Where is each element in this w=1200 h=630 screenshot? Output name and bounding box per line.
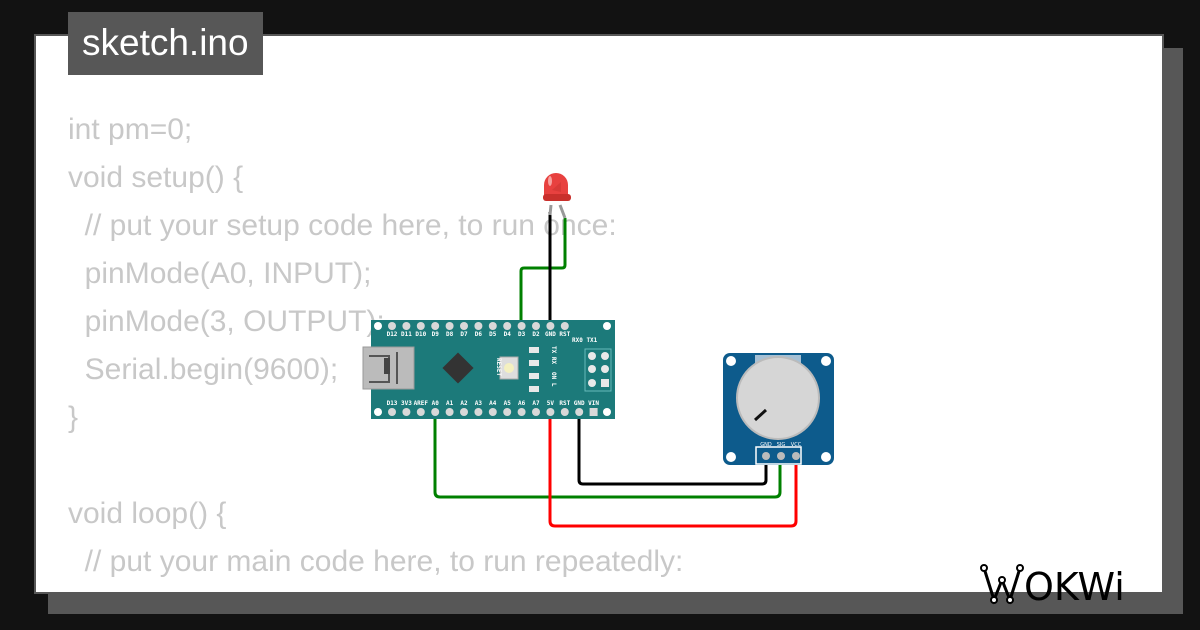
pin-a7[interactable] xyxy=(532,408,540,416)
mcu-chip xyxy=(442,352,474,384)
pin-label: D5 xyxy=(489,331,497,338)
file-tab[interactable]: sketch.ino xyxy=(68,12,263,75)
reset-button[interactable] xyxy=(504,363,514,373)
label-on-l: ON L xyxy=(550,372,557,387)
pin-label: GND xyxy=(545,331,556,338)
pin-a1[interactable] xyxy=(445,408,454,416)
pin-label: D6 xyxy=(475,331,483,338)
pin-a5[interactable] xyxy=(503,408,512,416)
code-line: void loop() { xyxy=(68,497,227,530)
code-line: int pm=0; xyxy=(68,113,193,146)
code-line: pinMode(A0, INPUT); xyxy=(68,257,372,290)
pin-d9[interactable] xyxy=(431,322,440,330)
pin-label: A7 xyxy=(532,400,540,407)
pin-a0[interactable] xyxy=(431,408,440,416)
label-rx-tx: RX0 TX1 xyxy=(572,337,598,344)
code-line: void setup() { xyxy=(68,161,244,194)
pot-pin-label: SIG xyxy=(777,442,786,448)
pin-a3[interactable] xyxy=(474,408,483,416)
potentiometer[interactable]: GND SIG VCC xyxy=(723,353,834,465)
pin-label: D10 xyxy=(415,331,426,338)
wire-a0-sig[interactable] xyxy=(433,412,782,499)
pin-label: A0 xyxy=(432,400,440,407)
pin-vin[interactable] xyxy=(589,408,598,416)
pot-pin-gnd[interactable] xyxy=(762,452,770,460)
pin-label: A2 xyxy=(460,400,468,407)
pin-label: A5 xyxy=(504,400,512,407)
pin-aref[interactable] xyxy=(416,408,425,416)
pin-a4[interactable] xyxy=(488,408,497,416)
pin-d7[interactable] xyxy=(460,322,468,330)
pin-d6[interactable] xyxy=(474,322,483,330)
pin-label: RST xyxy=(559,400,570,407)
code-line: pinMode(3, OUTPUT); xyxy=(68,305,385,338)
pin-rst[interactable] xyxy=(560,408,569,416)
pin-label: A1 xyxy=(446,400,454,407)
pin-label: D4 xyxy=(504,331,512,338)
pin-5v[interactable] xyxy=(546,408,555,416)
pin-d10[interactable] xyxy=(416,322,425,330)
pin-label: D7 xyxy=(460,331,468,338)
pin-label: A6 xyxy=(518,400,526,407)
pin-label: GND xyxy=(574,400,585,407)
pin-d11[interactable] xyxy=(402,322,411,330)
pin-label: AREF xyxy=(414,400,429,407)
code-line: // put your main code here, to run repea… xyxy=(68,545,684,578)
pin-d2[interactable] xyxy=(532,322,540,330)
code-line: } xyxy=(68,401,79,434)
pot-knob[interactable] xyxy=(736,356,820,440)
label-tx-rx: TX RX xyxy=(550,346,557,364)
pin-a6[interactable] xyxy=(517,408,526,416)
pot-pin-sig[interactable] xyxy=(777,452,785,460)
pin-gnd[interactable] xyxy=(546,322,555,330)
code-line: // put your setup code here, to run once… xyxy=(68,209,617,242)
code-line: Serial.begin(9600); xyxy=(68,353,339,386)
label-reset: RESET xyxy=(495,358,502,376)
pin-label: RST xyxy=(559,331,570,338)
wire-gnd-gnd[interactable] xyxy=(577,412,768,486)
pin-d12[interactable] xyxy=(388,322,396,330)
logo-text: OKWi xyxy=(1024,565,1125,608)
usb-connector xyxy=(362,346,415,390)
pin-label: A4 xyxy=(489,400,497,407)
pin-label: D9 xyxy=(432,331,440,338)
pot-pin-vcc[interactable] xyxy=(792,452,800,460)
pin-d13[interactable] xyxy=(388,408,396,416)
pin-gnd[interactable] xyxy=(575,408,584,416)
pin-rst[interactable] xyxy=(560,322,569,330)
pin-label: D3 xyxy=(518,331,526,338)
pin-3v3[interactable] xyxy=(402,408,411,416)
pin-label: D11 xyxy=(401,331,412,338)
pin-d4[interactable] xyxy=(503,322,512,330)
code-listing: int pm=0; void setup() { // put your setu… xyxy=(68,106,684,592)
file-tab-label: sketch.ino xyxy=(82,22,249,63)
pot-pin-label: GND xyxy=(760,442,772,448)
wokwi-logo: OKWi xyxy=(980,564,1125,608)
preview-panel: int pm=0; void setup() { // put your setu… xyxy=(34,34,1164,594)
pin-label: VIN xyxy=(588,400,599,407)
pin-label: 5V xyxy=(547,400,555,407)
pin-label: D8 xyxy=(446,331,454,338)
pin-label: 3V3 xyxy=(401,400,412,407)
pin-a2[interactable] xyxy=(460,408,468,416)
led-red[interactable] xyxy=(543,173,571,219)
wire-led-d3[interactable] xyxy=(519,218,567,326)
pin-d3[interactable] xyxy=(517,322,526,330)
pin-label: D12 xyxy=(387,331,398,338)
pot-pin-label: VCC xyxy=(791,442,802,448)
pin-label: D2 xyxy=(532,331,540,338)
wire-5v-vcc[interactable] xyxy=(548,412,798,528)
pin-d5[interactable] xyxy=(488,322,497,330)
pin-label: A3 xyxy=(475,400,483,407)
pin-d8[interactable] xyxy=(445,322,454,330)
pin-label: D13 xyxy=(387,400,398,407)
